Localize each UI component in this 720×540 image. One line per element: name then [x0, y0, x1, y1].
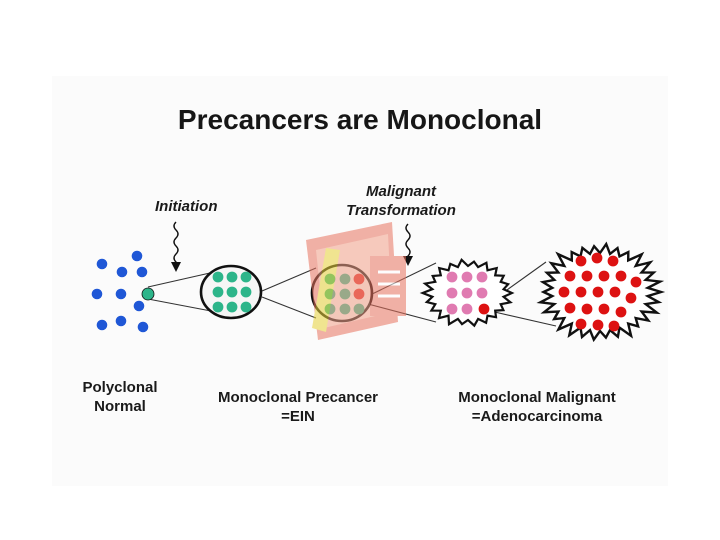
malignant-cell: [609, 286, 621, 298]
malignant-cell: [615, 306, 627, 318]
malignant-cell: [592, 319, 604, 331]
malignant-cell: [581, 303, 593, 315]
normal-cell: [115, 288, 127, 300]
malignant-light-cell: [461, 287, 473, 299]
malignant-transformation-line2: Transformation: [346, 202, 456, 219]
malignant-cell: [592, 286, 604, 298]
malignant-light-cell: [461, 271, 473, 283]
malignant-cell: [564, 302, 576, 314]
normal-cell: [91, 288, 103, 300]
malignant-cell: [598, 303, 610, 315]
normal-cell: [115, 315, 127, 327]
malignant-transformation-line1: Malignant: [366, 183, 436, 200]
adenocarcinoma-spiky-cluster: [536, 241, 666, 343]
stage-label-line1: Monoclonal Precancer: [217, 389, 379, 406]
normal-cell: [131, 250, 143, 262]
malignant-cell: [478, 303, 490, 315]
malignant-cell: [608, 320, 620, 332]
malignant-light-cell: [476, 287, 488, 299]
initiation-label: Initiation: [155, 198, 218, 215]
precancer-cell: [240, 286, 252, 298]
stage-label-line2: =Adenocarcinoma: [471, 408, 603, 425]
malignant-transformation-label: Malignant Transformation: [320, 182, 482, 220]
stage-label-precancer: Monoclonal Precancer =EIN: [200, 388, 396, 426]
precancer-cell: [212, 286, 224, 298]
malignant-cell: [607, 255, 619, 267]
stage-label-malignant: Monoclonal Malignant =Adenocarcinoma: [446, 388, 628, 426]
precancer-cell: [212, 301, 224, 313]
malignant-cell: [598, 270, 610, 282]
polyclonal-normal-cells: [91, 250, 149, 333]
malignant-cell: [558, 286, 570, 298]
malignant-cell: [625, 292, 637, 304]
malignant-light-cell: [461, 303, 473, 315]
stage-label-line1: Monoclonal Malignant: [458, 389, 616, 406]
precancer-cell: [226, 271, 238, 283]
stage-label-line2: Normal: [94, 398, 146, 415]
normal-cell: [96, 319, 108, 331]
malignant-light-cell: [446, 287, 458, 299]
malignant-light-cell: [446, 271, 458, 283]
precancer-zoom-circle: [199, 264, 263, 320]
normal-cell: [133, 300, 145, 312]
malignant-cell: [591, 252, 603, 264]
initiation-arrow: [171, 221, 181, 272]
precancer-cell: [240, 271, 252, 283]
malignant-cell: [615, 270, 627, 282]
early-malignant-spiky-cluster: [419, 257, 515, 328]
malignant-cell: [630, 276, 642, 288]
slide-title: Precancers are Monoclonal: [177, 104, 543, 135]
stage-label-line1: Polyclonal: [82, 379, 158, 396]
initiated-cell: [141, 287, 155, 301]
malignant-cell: [575, 318, 587, 330]
malignant-cell: [581, 270, 593, 282]
precancer-cell: [226, 301, 238, 313]
stage-label-line2: =EIN: [281, 408, 315, 425]
normal-cell: [116, 266, 128, 278]
normal-cell: [136, 266, 148, 278]
precancer-cell: [240, 301, 252, 313]
normal-cell: [96, 258, 108, 270]
malignant-cell: [575, 286, 587, 298]
malignant-light-cell: [476, 271, 488, 283]
normal-cell: [137, 321, 149, 333]
precancer-cell: [212, 271, 224, 283]
stage-label-polyclonal: Polyclonal Normal: [64, 378, 176, 416]
malignant-cell: [564, 270, 576, 282]
malignant-cell: [575, 255, 587, 267]
malignant-light-cell: [446, 303, 458, 315]
presentation-slides-icon: [306, 222, 406, 340]
precancer-cell: [226, 286, 238, 298]
